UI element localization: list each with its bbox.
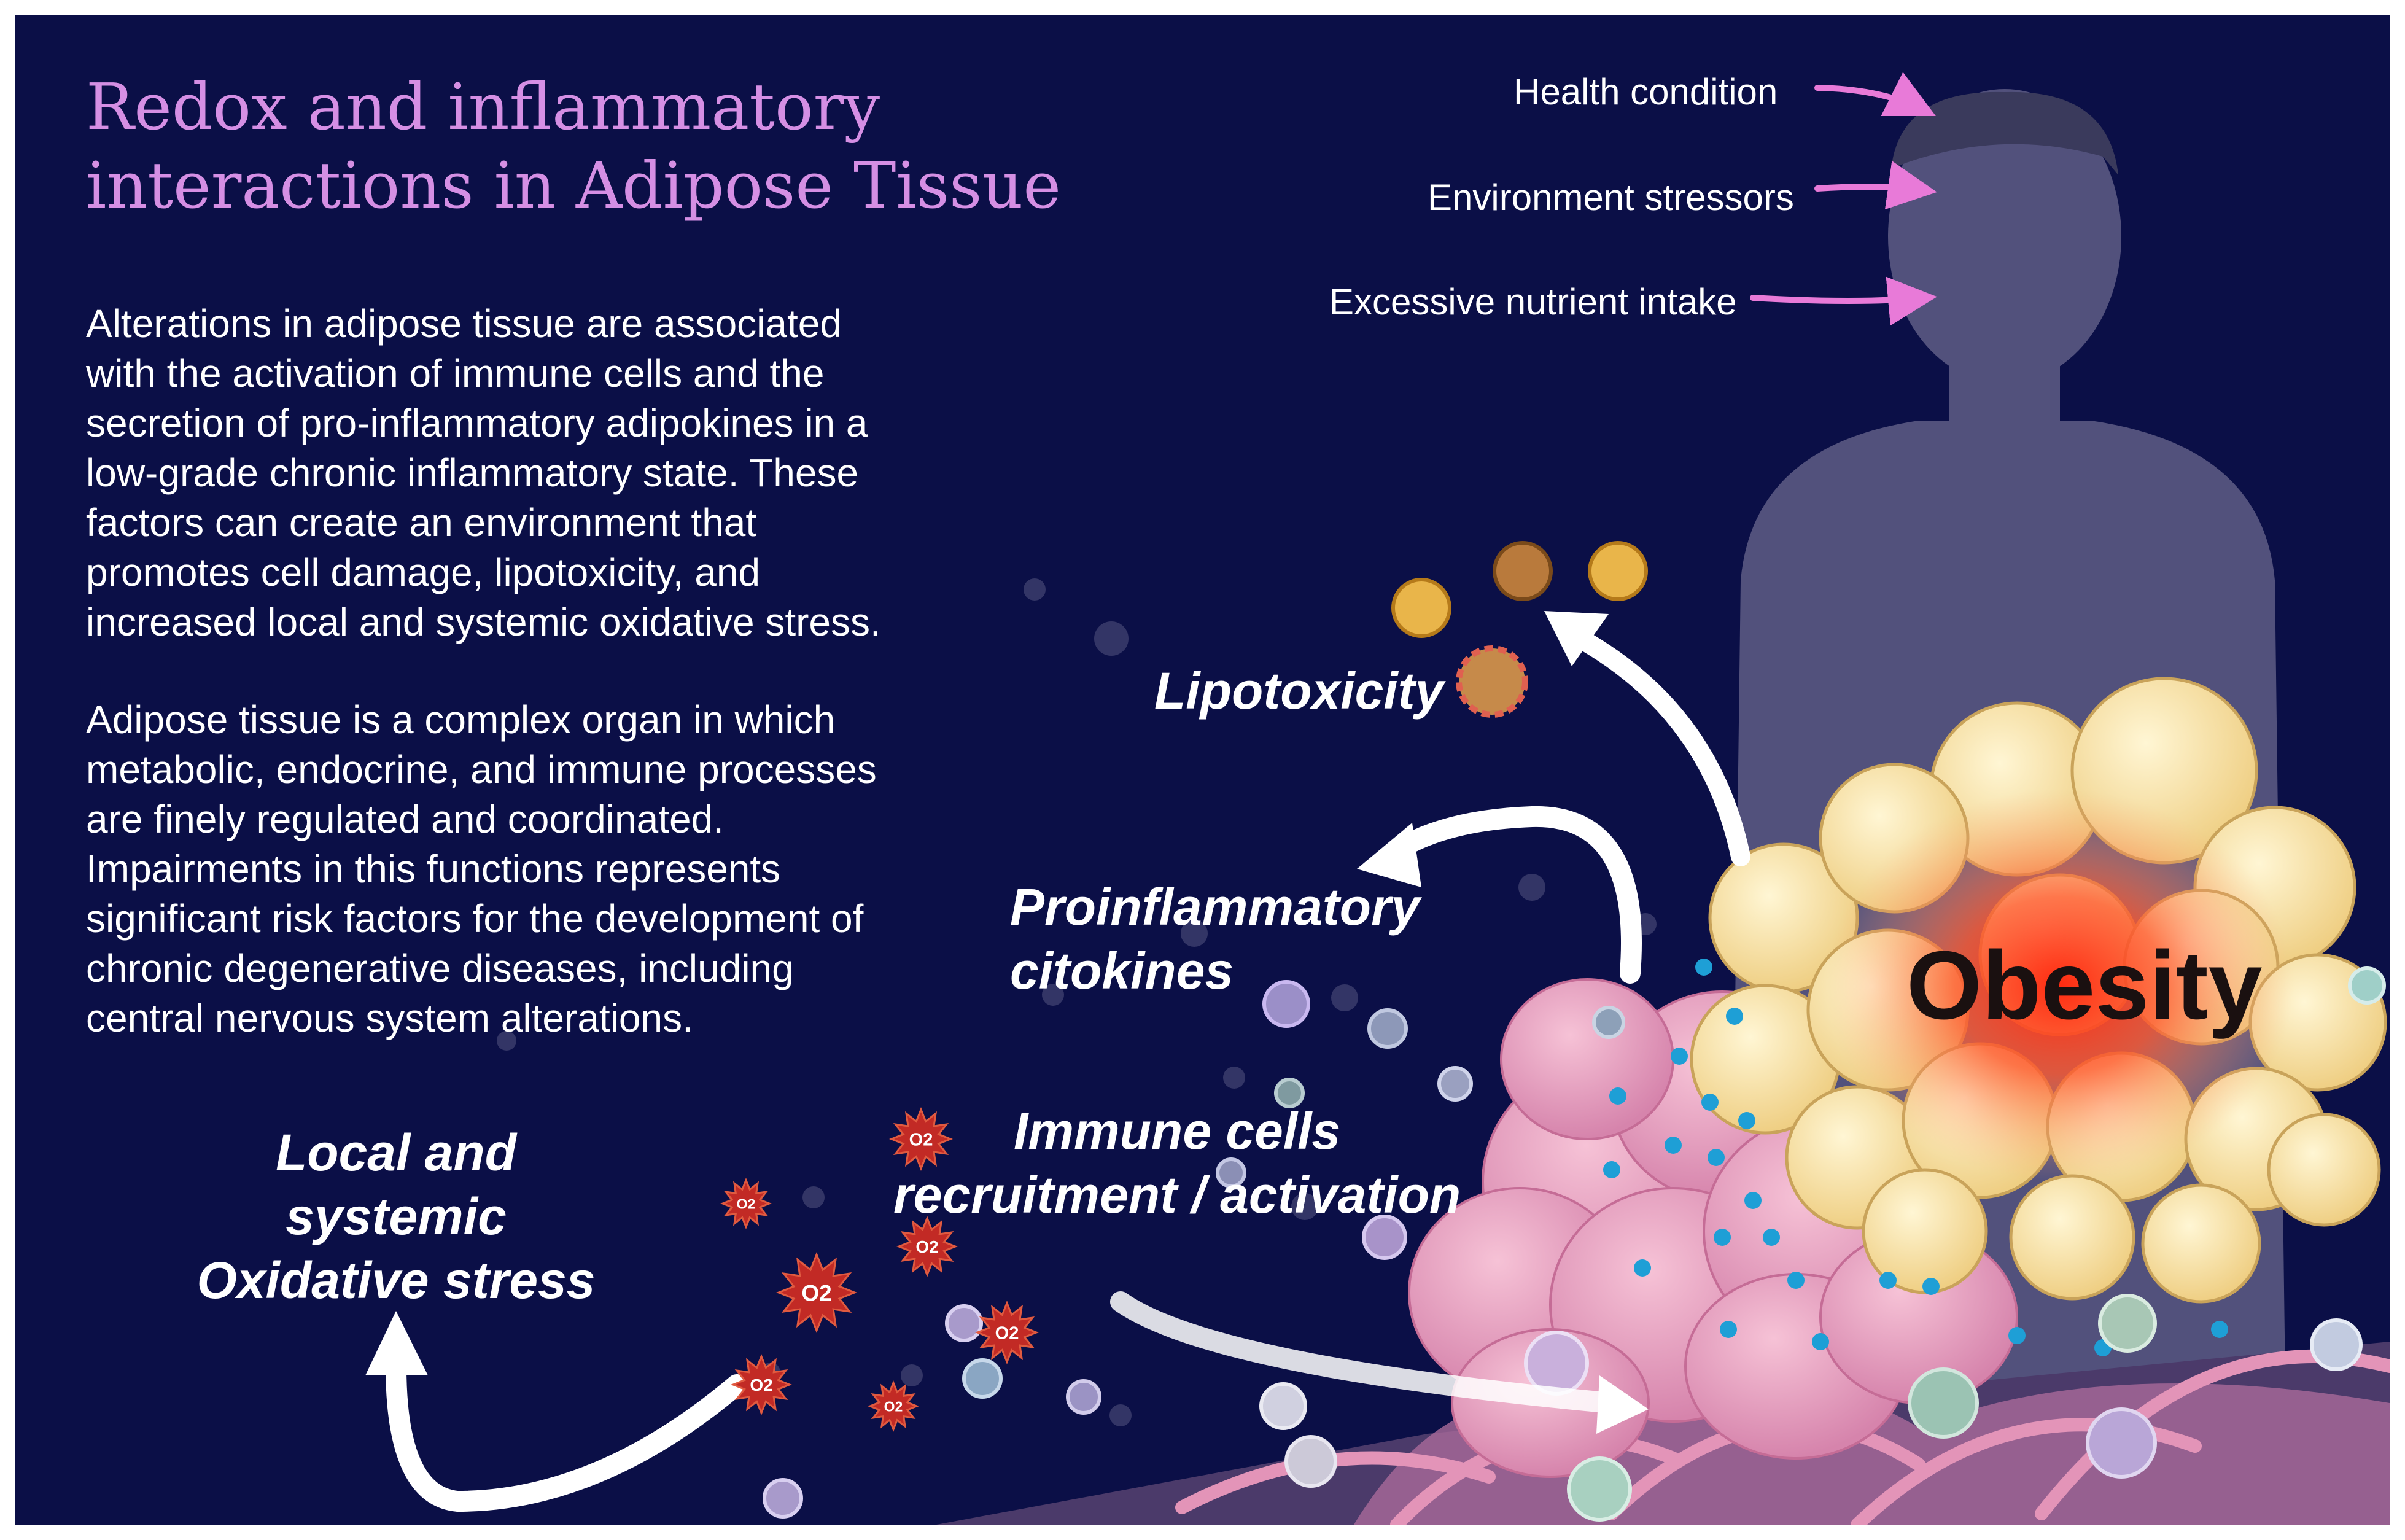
factor-arrows bbox=[1750, 72, 1937, 326]
oxidative-line-2: systemic bbox=[286, 1188, 507, 1245]
title-line-1: Redox and inflammatory bbox=[86, 69, 880, 144]
proinflammatory-label: Proinflammatory citokines bbox=[1010, 875, 1420, 1003]
person-hair bbox=[1891, 91, 2118, 175]
ros-star-label: O2 bbox=[915, 1237, 938, 1256]
paragraph-line: secretion of pro-inflammatory adipokines… bbox=[86, 401, 868, 445]
immune-cells-label: Immune cells recruitment / activation bbox=[893, 1099, 1461, 1227]
ros-star-label: O2 bbox=[884, 1398, 903, 1414]
proinflammatory-line-1: Proinflammatory bbox=[1010, 878, 1420, 936]
paragraph-line: metabolic, endocrine, and immune process… bbox=[86, 747, 877, 791]
paragraph-line: are finely regulated and coordinated. bbox=[86, 797, 724, 841]
ros-star-icon: O2 bbox=[867, 1380, 920, 1433]
lipid-droplet-icons bbox=[1391, 541, 1648, 718]
environment-stressors-label: Environment stressors bbox=[1428, 177, 1794, 218]
paragraph-line: with the activation of immune cells and … bbox=[86, 351, 825, 395]
paragraph-1: Alterations in adipose tissue are associ… bbox=[86, 299, 1007, 647]
obesity-label: Obesity bbox=[1906, 931, 2263, 1040]
paragraph-line: promotes cell damage, lipotoxicity, and bbox=[86, 550, 761, 594]
process-arrows bbox=[365, 611, 1750, 1512]
lipotoxicity-label: Lipotoxicity bbox=[1154, 662, 1444, 720]
paragraph-line: factors can create an environment that bbox=[86, 500, 757, 545]
ros-star-icon: O2 bbox=[888, 1106, 954, 1172]
ros-star-icon: O2 bbox=[730, 1353, 793, 1416]
immune-line-2: recruitment / activation bbox=[893, 1166, 1461, 1224]
paragraph-line: low-grade chronic inflammatory state. Th… bbox=[86, 451, 859, 495]
blue-particles bbox=[1603, 959, 2228, 1356]
proinflammatory-line-2: citokines bbox=[1010, 942, 1234, 1000]
immune-line-1: Immune cells bbox=[1014, 1102, 1341, 1160]
paragraph-line: Impairments in this functions represents bbox=[86, 847, 781, 891]
ros-star-label: O2 bbox=[750, 1375, 772, 1394]
ros-star-label: O2 bbox=[909, 1130, 933, 1150]
paragraph-line: chronic degenerative diseases, including bbox=[86, 946, 794, 990]
oxidative-stress-label: Local and systemic Oxidative stress bbox=[181, 1121, 611, 1312]
health-condition-label: Health condition bbox=[1513, 71, 1778, 112]
oxidative-line-3: Oxidative stress bbox=[196, 1251, 596, 1309]
ros-star-icon: O2 bbox=[896, 1215, 958, 1278]
nutrient-intake-label: Excessive nutrient intake bbox=[1329, 281, 1737, 322]
obesity-glow bbox=[1827, 789, 2293, 1182]
paragraph-line: significant risk factors for the develop… bbox=[86, 896, 864, 941]
paragraph-line: Alterations in adipose tissue are associ… bbox=[86, 301, 842, 346]
ros-star-icon: O2 bbox=[720, 1177, 772, 1230]
ros-star-label: O2 bbox=[995, 1324, 1019, 1344]
ros-star-label: O2 bbox=[737, 1196, 756, 1211]
oxidative-line-1: Local and bbox=[275, 1124, 517, 1181]
paragraph-line: Adipose tissue is a complex organ in whi… bbox=[86, 698, 836, 742]
paragraph-line: central nervous system alterations. bbox=[86, 996, 693, 1040]
immune-cells bbox=[763, 966, 2386, 1522]
paragraph-2: Adipose tissue is a complex organ in whi… bbox=[86, 695, 1007, 1043]
ros-star-icon: O2 bbox=[775, 1251, 858, 1334]
ros-star-label: O2 bbox=[801, 1281, 831, 1306]
ros-star-icon: O2 bbox=[974, 1300, 1039, 1365]
title-line-2: interactions in Adipose Tissue bbox=[86, 148, 1061, 223]
figure-title: Redox and inflammatory interactions in A… bbox=[86, 68, 1068, 225]
paragraph-line: increased local and systemic oxidative s… bbox=[86, 600, 881, 644]
